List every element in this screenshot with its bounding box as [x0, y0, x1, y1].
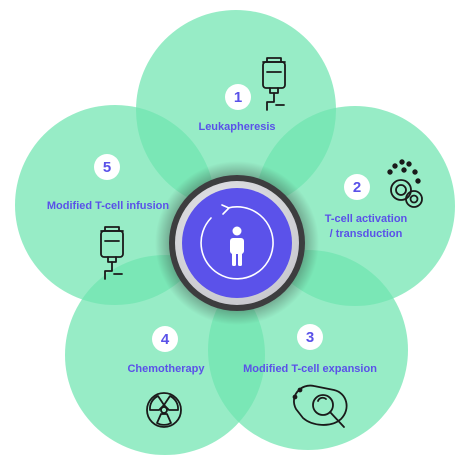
iv-bag-icon [100, 226, 124, 280]
cells-icon [387, 159, 423, 208]
center-hub [155, 161, 319, 325]
step-3-number: 3 [306, 329, 314, 346]
step-2-label-line-2: / transduction [330, 228, 403, 240]
step-4-label: Chemotherapy [127, 363, 205, 375]
step-1-label: Leukapheresis [198, 121, 275, 133]
step-labels: Leukapheresis T-cell activation / transd… [47, 121, 408, 375]
step-2-label-line-1: T-cell activation [325, 213, 408, 225]
step-4-number: 4 [161, 331, 170, 348]
step-5-number: 5 [103, 159, 111, 176]
magnifier-cell-icon [292, 384, 348, 428]
person-cycle-icon [200, 204, 274, 280]
iv-bag-icon [262, 57, 286, 111]
step-5-badge: 5 [94, 154, 120, 180]
step-badges: 1 2 3 4 5 [94, 84, 370, 352]
step-3-label: Modified T-cell expansion [243, 363, 377, 375]
step-1-badge: 1 [225, 84, 251, 110]
step-1-number: 1 [234, 89, 242, 106]
step-2-badge: 2 [344, 174, 370, 200]
step-4-badge: 4 [152, 326, 178, 352]
step-5-label: Modified T-cell infusion [47, 200, 170, 212]
step-2-number: 2 [353, 179, 361, 196]
petals [15, 10, 455, 455]
radiation-icon [146, 392, 182, 428]
step-3-badge: 3 [297, 324, 323, 350]
